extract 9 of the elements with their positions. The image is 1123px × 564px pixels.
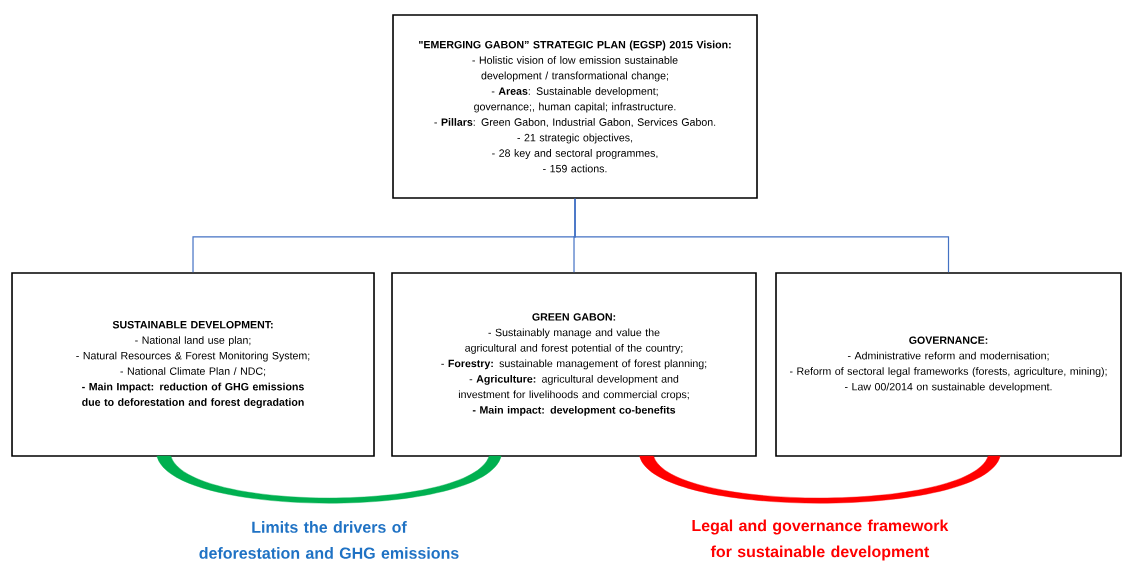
edge-label: Legal and governance framework for sustainable development <box>692 519 949 561</box>
curved-arc <box>156 455 502 504</box>
text-box: "EMERGING GABON” STRATEGIC PLAN (EGSP) 2015 Vision: - Holistic vision of low emission sustainable development / transformational change; - Areas: Sustainable development; governance;, human capital; infrastructure. - Pillars: Green Gabon, Industrial Gabon, Services Gabon. - 21 strategic objectives, - 28 key and sectoral programmes, - 159 actions. <box>392 14 758 199</box>
text-box: SUSTAINABLE DEVELOPMENT: - National land use plan; - Natural Resources & Forest Monitoring System; - National Climate Plan / NDC; - Main Impact: reduction of GHG emissions due to deforestation and forest degradation <box>11 272 375 457</box>
curved-arc <box>639 455 1001 504</box>
text-box: GOVERNANCE: - Administrative reform and modernisation; - Reform of sectoral legal frameworks (forests, agriculture, mining); - Law 00/2014 on sustainable development. <box>775 272 1122 457</box>
connector-line <box>574 198 950 273</box>
edge-label: Limits the drivers of deforestation and GHG emissions <box>199 521 459 559</box>
text-box: GREEN GABON: - Sustainably manage and value the agricultural and forest potential of the country; - Forestry: sustainable management of forest planning; - Agriculture: agricultural development and investment for livelihoods and commercial crops; - Main impact: development co-benefits <box>391 272 757 457</box>
